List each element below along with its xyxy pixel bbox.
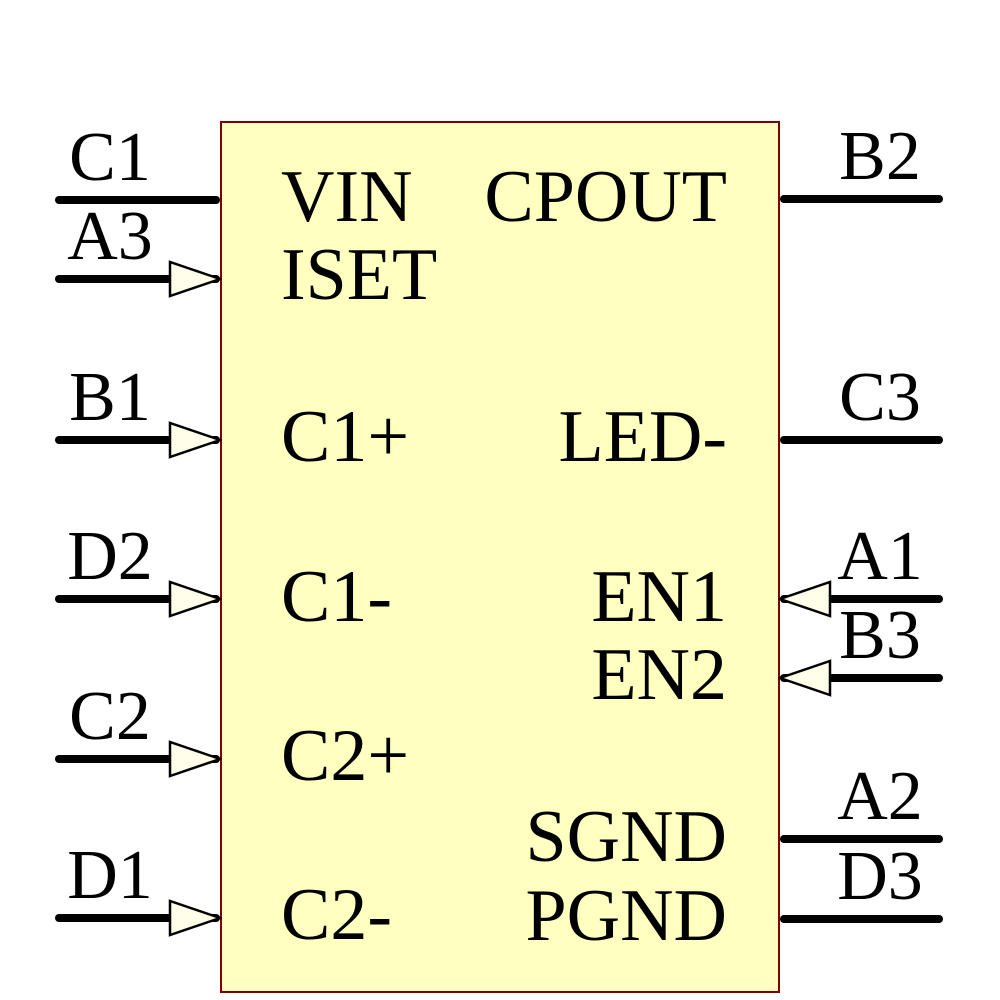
pin-line-d2 xyxy=(55,595,220,603)
input-arrow-icon xyxy=(168,421,222,459)
signal-label-vin: VIN xyxy=(281,156,413,238)
signal-label-c2m: C2- xyxy=(281,874,392,956)
input-arrow-icon xyxy=(778,659,832,697)
pin-line-d1 xyxy=(55,914,220,922)
pin-pad-label-a3: A3 xyxy=(67,198,153,275)
input-arrow-icon xyxy=(168,740,222,778)
pin-pad-label-d2: D2 xyxy=(67,518,153,595)
pin-pad-label-a1: A1 xyxy=(837,518,923,595)
pin-pad-label-d1: D1 xyxy=(67,837,153,914)
input-arrow-icon xyxy=(168,899,222,937)
signal-label-iset: ISET xyxy=(281,234,438,316)
pin-line-a2 xyxy=(780,835,943,843)
pin-line-b2 xyxy=(780,195,943,203)
pin-pad-label-b1: B1 xyxy=(69,359,151,436)
signal-label-en1: EN1 xyxy=(591,556,727,638)
pin-line-a3 xyxy=(55,275,220,283)
component-body xyxy=(220,121,780,993)
pin-pad-label-d3: D3 xyxy=(837,838,923,915)
pin-line-b1 xyxy=(55,436,220,444)
pin-line-a1 xyxy=(780,595,943,603)
pin-pad-label-b2: B2 xyxy=(839,118,921,195)
signal-label-c1m: C1- xyxy=(281,556,392,638)
pin-pad-label-c3: C3 xyxy=(839,359,921,436)
signal-label-pgnd: PGND xyxy=(525,875,727,957)
pin-pad-label-b3: B3 xyxy=(839,597,921,674)
pin-line-b3 xyxy=(780,674,943,682)
input-arrow-icon xyxy=(168,580,222,618)
signal-label-c2p: C2+ xyxy=(281,715,410,797)
signal-label-en2: EN2 xyxy=(591,634,727,716)
signal-label-sgnd: SGND xyxy=(525,796,727,878)
pin-line-d3 xyxy=(780,915,943,923)
signal-label-ledm: LED- xyxy=(558,396,728,478)
pin-line-c2 xyxy=(55,755,220,763)
pin-line-c3 xyxy=(780,436,943,444)
signal-label-cpout: CPOUT xyxy=(484,156,727,238)
input-arrow-icon xyxy=(168,260,222,298)
input-arrow-icon xyxy=(778,580,832,618)
pin-line-c1 xyxy=(55,196,220,204)
pin-pad-label-a2: A2 xyxy=(837,758,923,835)
pin-pad-label-c1: C1 xyxy=(69,119,151,196)
pin-pad-label-c2: C2 xyxy=(69,678,151,755)
signal-label-c1p: C1+ xyxy=(281,396,410,478)
